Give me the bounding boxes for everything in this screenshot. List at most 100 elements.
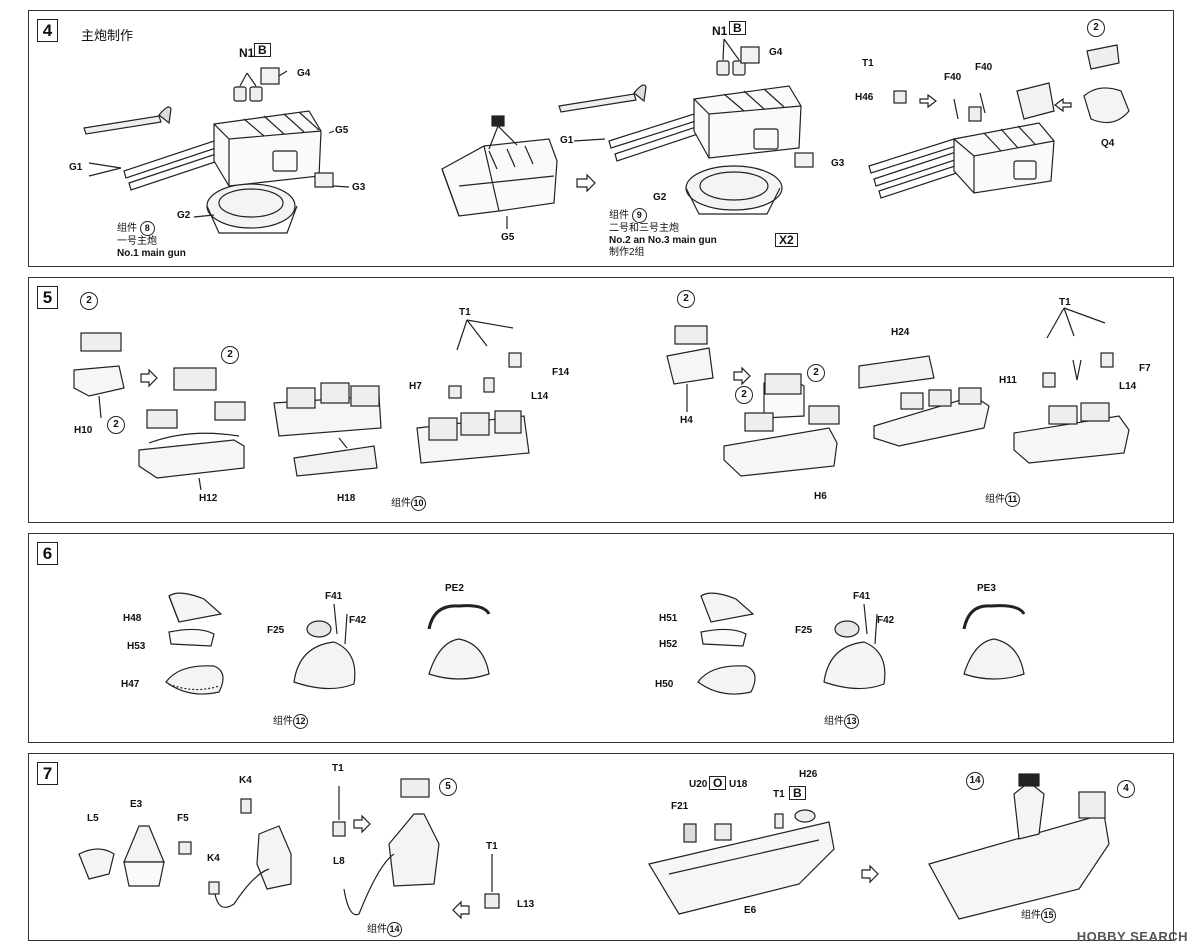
label-o-box: O (709, 776, 727, 790)
label-f14: F14 (552, 367, 570, 378)
label-e6: E6 (744, 905, 757, 916)
step-5-illustration (73, 307, 1130, 491)
label-h51: H51 (659, 613, 678, 624)
label-t1-b: T1 (1059, 297, 1071, 308)
label-t1-c: T1 (773, 789, 785, 800)
label-f40-b: F40 (975, 62, 993, 73)
assembly-number: 12 (293, 714, 308, 729)
label-h18: H18 (337, 493, 356, 504)
watermark-logo: HOBBY SEARCH (1076, 929, 1188, 944)
label-h7: H7 (409, 381, 422, 392)
multiplier-badge: X2 (775, 233, 798, 247)
label-f21: F21 (671, 801, 689, 812)
label-h53: H53 (127, 641, 146, 652)
assembly-title-cn: 二号和三号主炮 (609, 223, 679, 234)
label-h46: H46 (855, 92, 874, 103)
reference-circle: 2 (107, 416, 125, 434)
assembly-9-note: 组件 9 二号和三号主炮 No.2 an No.3 main gun 制作2组 (609, 208, 717, 259)
assembly-number: 8 (139, 221, 155, 236)
assembly-prefix: 组件 (824, 716, 844, 727)
label-f41: F41 (325, 591, 343, 602)
label-h6: H6 (814, 491, 827, 502)
assembly-number: 13 (844, 714, 859, 729)
label-g2: G2 (177, 210, 191, 221)
label-h52: H52 (659, 639, 678, 650)
reference-circle: 2 (1087, 19, 1105, 37)
label-l13: L13 (517, 899, 535, 910)
label-h48: H48 (123, 613, 142, 624)
step-number: 6 (37, 542, 58, 565)
label-pe3: PE3 (977, 583, 996, 594)
label-n1-right: N1 (712, 24, 728, 38)
label-n1: N1 (239, 46, 255, 60)
label-u18: U18 (729, 779, 748, 790)
assembly-prefix: 组件 (985, 494, 1005, 505)
label-g3-right: G3 (831, 158, 845, 169)
reference-circle: 2 (221, 346, 239, 364)
label-t1: T1 (862, 58, 874, 69)
label-h24: H24 (891, 327, 910, 338)
reference-circle: 2 (80, 292, 98, 310)
assembly-prefix: 组件 (367, 924, 387, 935)
label-k4: K4 (239, 775, 252, 786)
label-h26: H26 (799, 769, 818, 780)
step-number: 4 (37, 19, 58, 42)
assembly-title-en: No.2 an No.3 main gun (609, 235, 717, 246)
reference-circle: 2 (807, 364, 825, 382)
label-l14-b: L14 (1119, 381, 1137, 392)
label-g5-mid: G5 (501, 232, 515, 243)
label-k4-b: K4 (207, 853, 220, 864)
reference-circle: 5 (439, 778, 457, 796)
label-t1: T1 (459, 307, 471, 318)
label-f42-b: F42 (877, 615, 895, 626)
assembly-8-note: 组件 8 一号主炮 No.1 main gun (117, 221, 186, 260)
label-b-box: B (254, 43, 271, 57)
label-f5: F5 (177, 813, 189, 824)
step-5-panel: 5 (28, 277, 1174, 523)
assembly-title-en: No.1 main gun (117, 248, 186, 259)
reference-circle: 4 (1117, 780, 1135, 798)
assembly-title-cn: 一号主炮 (117, 236, 157, 247)
label-g5: G5 (335, 125, 349, 136)
step-number: 7 (37, 762, 58, 785)
step-number: 5 (37, 286, 58, 309)
label-l5: L5 (87, 813, 99, 824)
label-f40-a: F40 (944, 72, 962, 83)
step-6-illustration (165, 592, 1026, 695)
label-f25: F25 (267, 625, 285, 636)
reference-circle: 2 (677, 290, 695, 308)
label-g1-right: G1 (560, 135, 574, 146)
step-title: 主炮制作 (81, 28, 134, 43)
label-l14: L14 (531, 391, 549, 402)
label-f41-b: F41 (853, 591, 871, 602)
label-f25-b: F25 (795, 625, 813, 636)
label-u20: U20 (689, 779, 708, 790)
label-h4: H4 (680, 415, 693, 426)
reference-circle: 2 (735, 386, 753, 404)
step-7-illustration (78, 773, 1110, 920)
reference-circle: 14 (966, 772, 984, 790)
assembly-prefix: 组件 (391, 498, 411, 509)
label-g4-right: G4 (769, 47, 783, 58)
label-f7: F7 (1139, 363, 1151, 374)
label-e3: E3 (130, 799, 143, 810)
assembly-number: 10 (411, 496, 426, 511)
label-h10: H10 (74, 425, 93, 436)
assembly-number: 9 (631, 208, 647, 223)
label-h47: H47 (121, 679, 140, 690)
label-q4: Q4 (1101, 138, 1115, 149)
step-7-panel: 7 L5 E3 F5 (28, 753, 1174, 941)
label-g4: G4 (297, 68, 311, 79)
label-g3: G3 (352, 182, 366, 193)
assembly-prefix: 组件 (117, 223, 137, 234)
assembly-prefix: 组件 (1021, 910, 1041, 921)
label-b-box-right: B (729, 21, 746, 35)
assembly-quantity: 制作2组 (609, 247, 645, 258)
